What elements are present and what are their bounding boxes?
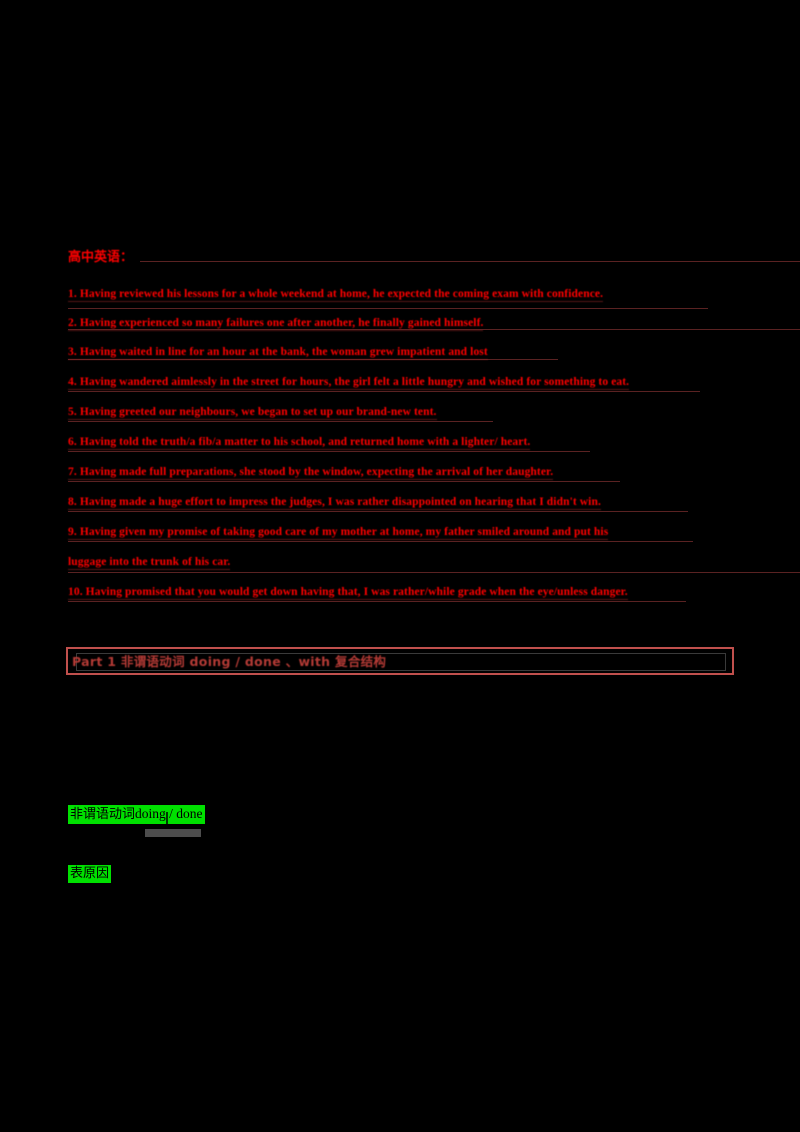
section-header-label: Part 1 非谓语动词 doing / done 、with 复合结构 [72,651,386,670]
sentence-text: Having promised that you would get down … [85,586,628,598]
sentence-number: 5. [68,406,77,418]
sentence-line: 2. Having experienced so many failures o… [68,317,484,331]
section-header-inner-frame [76,653,726,671]
sentence-text: Having greeted our neighbours, we began … [79,406,437,418]
heading-rule [140,261,800,262]
page-rule [68,391,700,392]
sentence-line: luggage into the trunk of his car. [68,556,231,570]
sentence-line: 6. Having told the truth/a fib/a matter … [68,436,531,450]
sentence-text: Having experienced so many failures one … [79,317,484,329]
page-rule [68,308,708,309]
page-rule [68,421,493,422]
section-prefix: Part 1 [72,654,117,669]
sentence-line: 10. Having promised that you would get d… [68,586,628,600]
sentence-line: 9. Having given my promise of taking goo… [68,526,609,540]
sentence-number: 3. [68,346,77,358]
sentence-text: Having waited in line for an hour at the… [79,346,488,358]
sentence-text: Having given my promise of taking good c… [79,526,609,538]
sentence-line: 1. Having reviewed his lessons for a who… [68,288,604,302]
text-cursor-icon [166,812,168,826]
page-rule [68,541,693,542]
note-label-cn: 表原因 [70,866,110,881]
sentence-text: Having wandered aimlessly in the street … [79,376,630,388]
sentence-line: 3. Having waited in line for an hour at … [68,346,488,360]
note-label-latin: doing / done [135,806,203,821]
sentence-number: 9. [68,526,77,538]
page-rule [68,572,800,573]
sentence-number: 10. [68,586,83,598]
page-rule [68,481,620,482]
section-title: 非谓语动词 doing / done 、with 复合结构 [120,654,387,669]
page-title: 高中英语： [68,250,134,265]
sentence-number: 8. [68,496,77,508]
sentence-line: 7. Having made full preparations, she st… [68,466,554,480]
note-label-cn: 非谓语动词 [70,807,136,822]
page-rule [68,329,800,330]
sentence-text: Having made full preparations, she stood… [79,466,554,478]
sentence-number: 2. [68,317,77,329]
sentence-number: 4. [68,376,77,388]
sentence-text: Having made a huge effort to impress the… [79,496,601,508]
text-cursor-shadow [145,829,201,837]
note-highlight-non-finite: 非谓语动词doing / done [68,805,205,825]
note-highlight-cause: 表原因 [68,865,112,884]
sentence-text: luggage into the trunk of his car. [68,556,231,568]
page-rule [68,601,686,602]
sentence-text: Having reviewed his lessons for a whole … [79,288,604,300]
page-rule [68,451,590,452]
sentence-line: 5. Having greeted our neighbours, we beg… [68,406,437,420]
sentence-line: 4. Having wandered aimlessly in the stre… [68,376,630,390]
sentence-text: Having told the truth/a fib/a matter to … [79,436,531,448]
section-header-box [66,647,734,675]
sentence-number: 6. [68,436,77,448]
sentence-line: 8. Having made a huge effort to impress … [68,496,601,510]
page-rule [68,511,688,512]
sentence-number: 1. [68,288,77,300]
sentence-number: 7. [68,466,77,478]
